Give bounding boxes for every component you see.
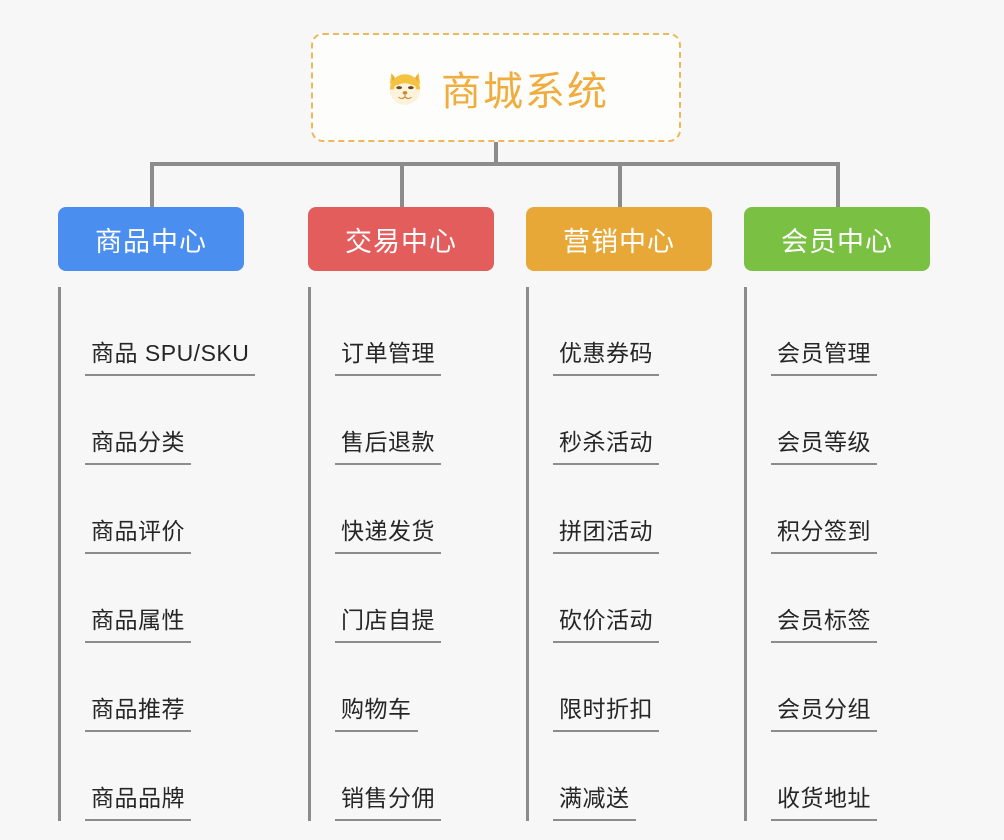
leaf-item[interactable]: 会员管理 <box>747 287 942 376</box>
branch-header-product-center[interactable]: 商品中心 <box>58 207 244 271</box>
leaf-item[interactable]: 会员标签 <box>747 554 942 643</box>
leaf-label: 秒杀活动 <box>553 423 659 465</box>
branch-title: 营销中心 <box>563 226 675 257</box>
leaf-item[interactable]: 商品推荐 <box>61 643 258 732</box>
leaf-label: 满减送 <box>553 779 636 821</box>
branch-title: 交易中心 <box>345 226 457 257</box>
leaf-label: 收货地址 <box>771 779 877 821</box>
leaf-label: 限时折扣 <box>553 690 659 732</box>
leaf-label: 商品属性 <box>85 601 191 643</box>
branch-header-marketing-center[interactable]: 营销中心 <box>526 207 712 271</box>
leaf-item[interactable]: 快递发货 <box>311 465 506 554</box>
leaf-label: 商品推荐 <box>85 690 191 732</box>
leaf-item[interactable]: 售后退款 <box>311 376 506 465</box>
leaf-label: 积分签到 <box>771 512 877 554</box>
leaf-list-trade-center: 订单管理 售后退款 快递发货 门店自提 购物车 销售分佣 <box>308 287 506 821</box>
leaf-label: 会员管理 <box>771 334 877 376</box>
root-node[interactable]: 商城系统 <box>311 33 681 142</box>
leaf-item[interactable]: 商品属性 <box>61 554 258 643</box>
connector-drop-trade-center <box>400 162 404 208</box>
root-title: 商城系统 <box>441 69 609 114</box>
branch-member-center: 会员中心 会员管理 会员等级 积分签到 会员标签 会员分组 收货地址 <box>744 207 942 821</box>
branch-trade-center: 交易中心 订单管理 售后退款 快递发货 门店自提 购物车 销售分佣 <box>308 207 506 821</box>
leaf-item[interactable]: 销售分佣 <box>311 732 506 821</box>
leaf-label: 售后退款 <box>335 423 441 465</box>
leaf-label: 购物车 <box>335 690 418 732</box>
connector-root-stem <box>494 142 498 164</box>
leaf-item[interactable]: 秒杀活动 <box>529 376 724 465</box>
branch-header-trade-center[interactable]: 交易中心 <box>308 207 494 271</box>
leaf-label: 商品评价 <box>85 512 191 554</box>
leaf-label: 砍价活动 <box>553 601 659 643</box>
leaf-item[interactable]: 会员等级 <box>747 376 942 465</box>
leaf-item[interactable]: 限时折扣 <box>529 643 724 732</box>
leaf-label: 优惠券码 <box>553 334 659 376</box>
connector-horizontal-bus <box>150 162 840 166</box>
branch-header-member-center[interactable]: 会员中心 <box>744 207 930 271</box>
leaf-item[interactable]: 门店自提 <box>311 554 506 643</box>
leaf-item[interactable]: 收货地址 <box>747 732 942 821</box>
leaf-item[interactable]: 砍价活动 <box>529 554 724 643</box>
leaf-item[interactable]: 会员分组 <box>747 643 942 732</box>
leaf-label: 商品品牌 <box>85 779 191 821</box>
leaf-item[interactable]: 购物车 <box>311 643 506 732</box>
connector-drop-product-center <box>150 162 154 208</box>
leaf-label: 会员标签 <box>771 601 877 643</box>
leaf-item[interactable]: 拼团活动 <box>529 465 724 554</box>
leaf-label: 订单管理 <box>335 334 441 376</box>
branch-title: 会员中心 <box>781 226 893 257</box>
leaf-item[interactable]: 积分签到 <box>747 465 942 554</box>
leaf-label: 会员等级 <box>771 423 877 465</box>
leaf-label: 门店自提 <box>335 601 441 643</box>
dog-face-icon <box>383 66 427 110</box>
leaf-item[interactable]: 优惠券码 <box>529 287 724 376</box>
leaf-item[interactable]: 商品评价 <box>61 465 258 554</box>
branch-title: 商品中心 <box>95 226 207 257</box>
leaf-label: 销售分佣 <box>335 779 441 821</box>
leaf-label: 快递发货 <box>335 512 441 554</box>
leaf-label: 会员分组 <box>771 690 877 732</box>
leaf-item[interactable]: 商品分类 <box>61 376 258 465</box>
leaf-list-marketing-center: 优惠券码 秒杀活动 拼团活动 砍价活动 限时折扣 满减送 <box>526 287 724 821</box>
leaf-item[interactable]: 满减送 <box>529 732 724 821</box>
leaf-list-member-center: 会员管理 会员等级 积分签到 会员标签 会员分组 收货地址 <box>744 287 942 821</box>
leaf-label: 商品分类 <box>85 423 191 465</box>
branch-product-center: 商品中心 商品 SPU/SKU 商品分类 商品评价 商品属性 商品推荐 商品品牌 <box>58 207 258 821</box>
branch-marketing-center: 营销中心 优惠券码 秒杀活动 拼团活动 砍价活动 限时折扣 满减送 <box>526 207 724 821</box>
leaf-list-product-center: 商品 SPU/SKU 商品分类 商品评价 商品属性 商品推荐 商品品牌 <box>58 287 258 821</box>
leaf-label: 拼团活动 <box>553 512 659 554</box>
leaf-item[interactable]: 商品品牌 <box>61 732 258 821</box>
leaf-item[interactable]: 订单管理 <box>311 287 506 376</box>
connector-drop-member-center <box>836 162 840 208</box>
connector-drop-marketing-center <box>618 162 622 208</box>
leaf-item[interactable]: 商品 SPU/SKU <box>61 287 258 376</box>
leaf-label: 商品 SPU/SKU <box>85 334 256 376</box>
